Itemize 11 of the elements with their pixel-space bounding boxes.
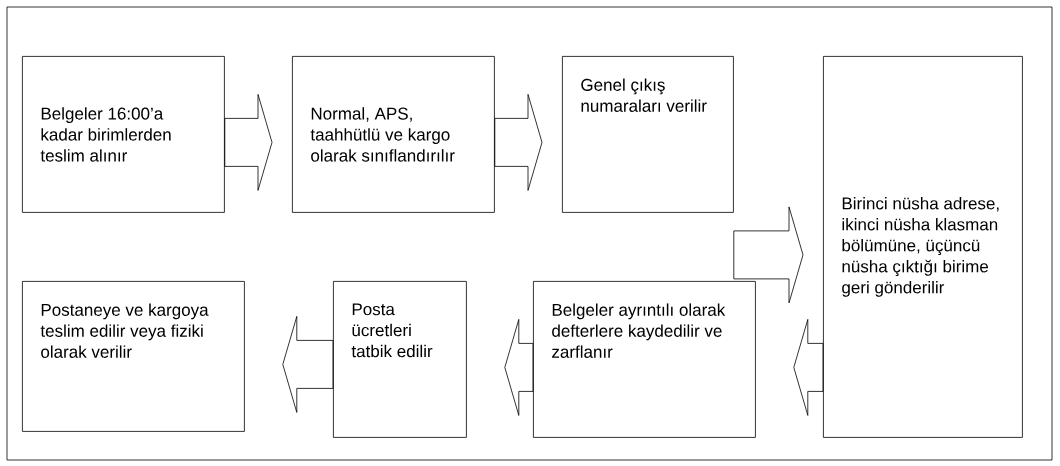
block-arrow [282, 316, 334, 413]
process-box: Postaneye ve kargoya teslim edilir veya fiziki olarak verilir [22, 281, 245, 432]
process-box: Genel çıkış numaraları verilir [562, 56, 734, 213]
block-arrow [504, 319, 534, 416]
process-box: Belgeler 16:00’a kadar birimlerden teslim alınır [22, 56, 225, 213]
block-arrow [733, 206, 804, 304]
process-box: Belgeler ayrıntılı olarak defterlere kaydedilir ve zarflanır [533, 281, 756, 438]
process-box: Normal, APS, taahhütlü ve kargo olarak sınıflandırılır [292, 56, 495, 213]
process-box: Posta ücretleri tatbik edilir [333, 281, 467, 438]
process-box: Birinci nüsha adrese, ikinci nüsha klasman bölümüne, üçüncü nüsha çıktığı birime geri gönderilir [823, 56, 1023, 438]
block-arrow [793, 319, 824, 416]
